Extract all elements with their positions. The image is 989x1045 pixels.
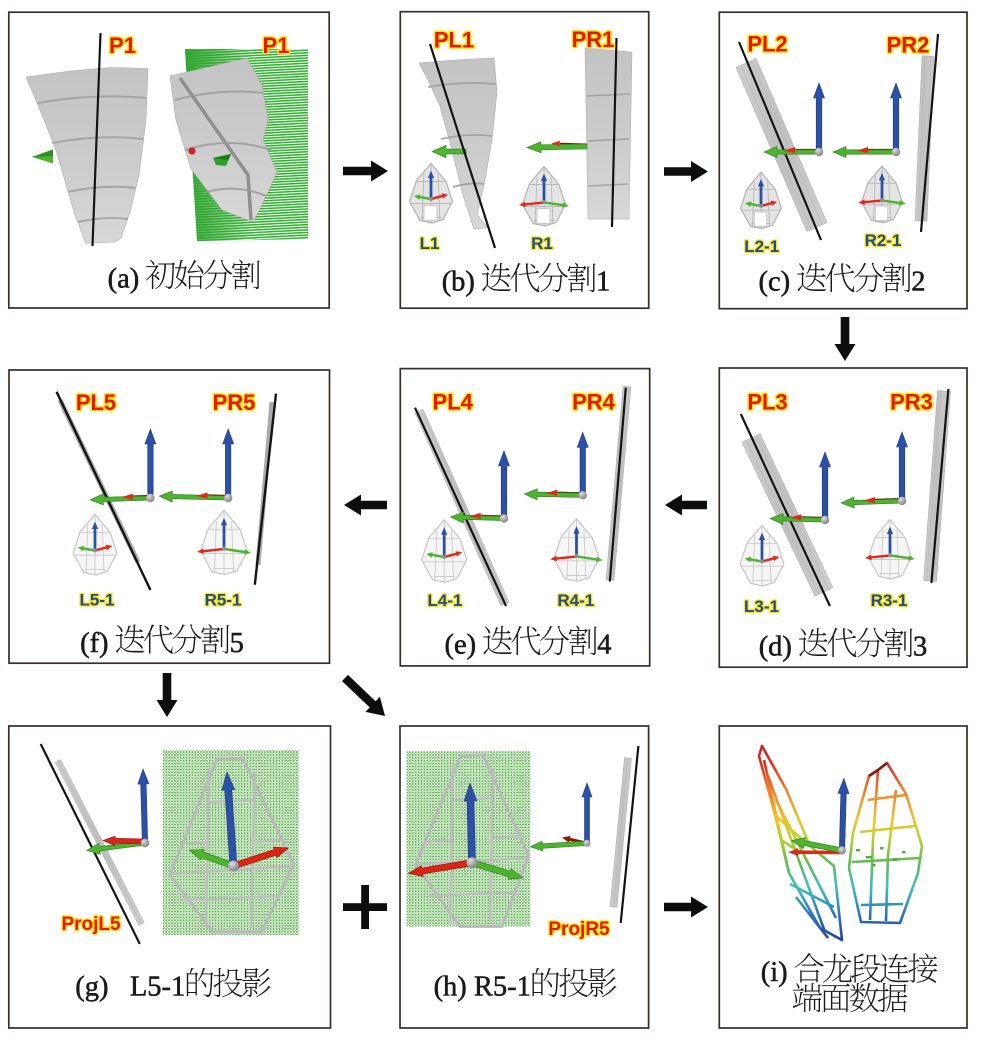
svg-text:R4-1: R4-1	[557, 591, 594, 610]
svg-text:PR3: PR3	[890, 390, 933, 415]
svg-text:(g) L5-1: (g) L5-1	[75, 972, 185, 1003]
svg-text:(i): (i)	[761, 957, 795, 988]
svg-text:PL3: PL3	[747, 390, 787, 415]
svg-text:(c): (c)	[759, 267, 798, 298]
svg-text:L4-1: L4-1	[428, 591, 463, 610]
svg-text:(h) R5-1: (h) R5-1	[434, 972, 531, 1003]
svg-text:PR5: PR5	[213, 390, 256, 415]
svg-text:R2-1: R2-1	[865, 231, 902, 250]
svg-text:PR1: PR1	[572, 27, 615, 52]
svg-text:PR2: PR2	[887, 33, 930, 58]
svg-text:PL1: PL1	[434, 28, 474, 53]
svg-text:PL4: PL4	[433, 390, 474, 415]
svg-text:(d): (d)	[759, 632, 799, 663]
svg-text:R1: R1	[531, 234, 553, 253]
svg-text:2: 2	[911, 267, 925, 298]
svg-text:R3-1: R3-1	[871, 591, 908, 610]
svg-text:ProjL5: ProjL5	[61, 914, 121, 935]
svg-text:5: 5	[230, 628, 244, 659]
svg-text:R5-1: R5-1	[205, 591, 242, 610]
svg-text:3: 3	[913, 632, 927, 663]
svg-text:L3-1: L3-1	[744, 597, 779, 616]
svg-text:P1: P1	[263, 33, 290, 58]
svg-text:PL5: PL5	[76, 390, 116, 415]
svg-text:(e): (e)	[445, 630, 484, 661]
svg-text:4: 4	[597, 630, 611, 661]
svg-text:1: 1	[596, 267, 610, 298]
svg-text:PL2: PL2	[747, 32, 787, 57]
svg-text:P1: P1	[109, 33, 136, 58]
svg-text:(f): (f)	[80, 628, 116, 659]
svg-text:L5-1: L5-1	[80, 591, 115, 610]
svg-text:PR4: PR4	[572, 390, 616, 415]
svg-text:L1: L1	[420, 234, 440, 253]
svg-text:(a): (a)	[108, 264, 147, 295]
svg-text:ProjR5: ProjR5	[548, 919, 610, 940]
svg-text:(b): (b)	[442, 267, 482, 298]
svg-text:L2-1: L2-1	[744, 237, 779, 256]
